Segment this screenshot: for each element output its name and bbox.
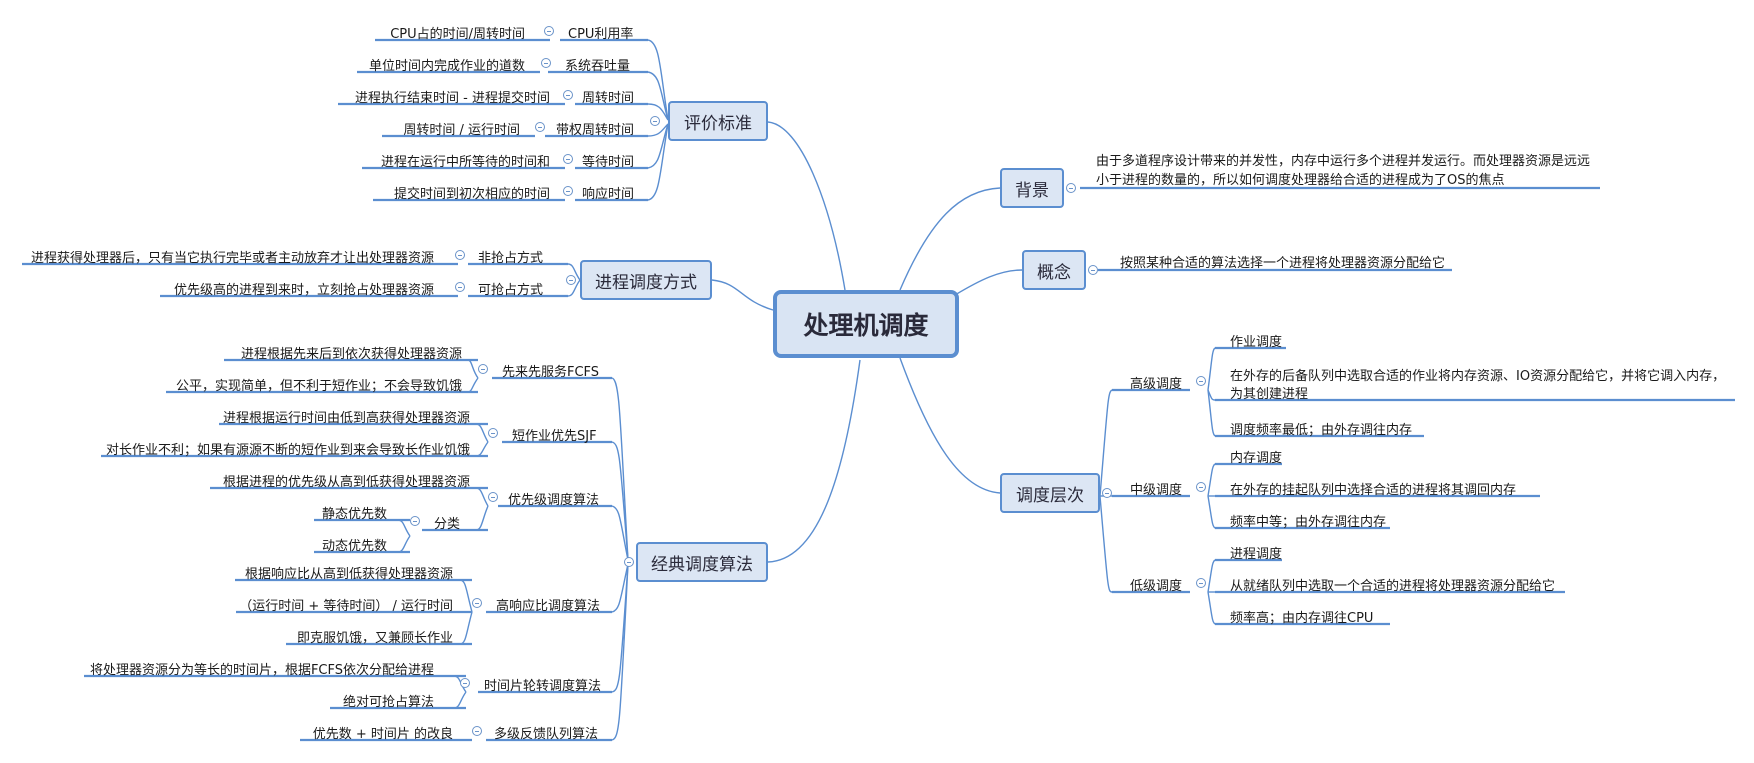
collapse-icon[interactable] — [488, 428, 498, 438]
collapse-icon[interactable] — [488, 492, 498, 502]
root-topic[interactable]: 处理机调度 — [773, 290, 959, 358]
topic-scheduling-mode-label: 进程调度方式 — [595, 272, 697, 293]
topic-evaluation-label: 评价标准 — [684, 113, 752, 134]
collapse-icon[interactable] — [478, 364, 488, 374]
topic-concept-label: 概念 — [1037, 262, 1071, 283]
collapse-mode-icon[interactable] — [566, 275, 576, 285]
level-high[interactable]: 高级调度 — [1130, 377, 1183, 392]
eval-item-detail: 周转时间 / 运行时间 — [403, 123, 520, 138]
collapse-icon[interactable] — [1196, 376, 1206, 386]
algo-detail: 根据响应比从高到低获得处理器资源 — [244, 567, 453, 582]
collapse-background-icon[interactable] — [1066, 183, 1076, 193]
algo-detail: 动态优先数 — [322, 539, 388, 554]
algo-detail: 进程根据运行时间由低到高获得处理器资源 — [222, 411, 470, 426]
background-text-line1: 由于多道程序设计带来的并发性，内存中运行多个进程并发运行。而处理器资源是远远 — [1096, 154, 1591, 169]
collapse-icon[interactable] — [563, 154, 573, 164]
algo-fcfs[interactable]: 先来先服务FCFS — [502, 365, 600, 380]
eval-item-detail: 单位时间内完成作业的道数 — [368, 59, 525, 74]
collapse-icon[interactable] — [1196, 482, 1206, 492]
algo-detail: 根据进程的优先级从高到低获得处理器资源 — [222, 475, 470, 490]
background-text-line2: 小于进程的数量的，所以如何调度处理器给合适的进程成为了OS的焦点 — [1096, 173, 1505, 188]
collapse-concept-icon[interactable] — [1088, 265, 1098, 275]
algo-mlfq[interactable]: 多级反馈队列算法 — [494, 727, 599, 742]
concept-text: 按照某种合适的算法选择一个进程将处理器资源分配给它 — [1120, 256, 1446, 271]
topic-concept[interactable]: 概念 — [1022, 250, 1086, 290]
collapse-icon[interactable] — [535, 122, 545, 132]
collapse-icon[interactable] — [410, 516, 420, 526]
eval-item-detail: 进程执行结束时间 - 进程提交时间 — [355, 91, 550, 106]
topic-background[interactable]: 背景 — [1000, 168, 1064, 208]
topic-classic-algorithms[interactable]: 经典调度算法 — [636, 542, 768, 582]
collapse-icon[interactable] — [563, 90, 573, 100]
collapse-icon[interactable] — [455, 250, 465, 260]
eval-item-name[interactable]: 等待时间 — [582, 155, 635, 170]
mode-item-detail: 进程获得处理器后，只有当它执行完毕或者主动放弃才让出处理器资源 — [30, 251, 434, 266]
topic-scheduling-mode[interactable]: 进程调度方式 — [580, 260, 712, 300]
collapse-icon[interactable] — [455, 282, 465, 292]
level-mid[interactable]: 中级调度 — [1130, 483, 1183, 498]
eval-item-name[interactable]: CPU利用率 — [568, 27, 634, 42]
level-detail: 频率高；由内存调往CPU — [1230, 611, 1374, 626]
topic-scheduling-levels[interactable]: 调度层次 — [1000, 473, 1100, 513]
eval-item-detail: 进程在运行中所等待的时间和 — [380, 155, 550, 170]
eval-item-detail: CPU占的时间/周转时间 — [390, 27, 525, 42]
eval-item-name[interactable]: 周转时间 — [582, 91, 635, 106]
eval-item-detail: 提交时间到初次相应的时间 — [393, 187, 550, 202]
collapse-icon[interactable] — [544, 26, 554, 36]
algo-detail: 进程根据先来后到依次获得处理器资源 — [240, 347, 462, 362]
root-topic-label: 处理机调度 — [803, 311, 929, 340]
level-detail: 为其创建进程 — [1230, 387, 1309, 402]
collapse-icon[interactable] — [460, 678, 470, 688]
eval-item-name[interactable]: 系统吞吐量 — [565, 59, 631, 74]
algo-detail: 即克服饥饿，又兼顾长作业 — [296, 631, 453, 646]
level-detail: 从就绪队列中选取一个合适的进程将处理器资源分配给它 — [1230, 579, 1556, 594]
algo-detail: 绝对可抢占算法 — [342, 695, 434, 710]
algo-detail: 公平，实现简单，但不利于短作业；不会导致饥饿 — [175, 379, 462, 394]
topic-evaluation[interactable]: 评价标准 — [668, 101, 768, 141]
algo-priority[interactable]: 优先级调度算法 — [508, 493, 600, 508]
eval-item-name[interactable]: 响应时间 — [582, 187, 635, 202]
collapse-icon[interactable] — [472, 726, 482, 736]
algo-detail: 静态优先数 — [322, 507, 388, 522]
level-detail: 频率中等；由外存调往内存 — [1230, 515, 1387, 530]
algo-detail: 优先数 + 时间片 的改良 — [312, 727, 453, 742]
level-detail: 进程调度 — [1230, 547, 1283, 562]
level-detail: 在外存的挂起队列中选择合适的进程将其调回内存 — [1230, 483, 1517, 498]
eval-item-name[interactable]: 带权周转时间 — [556, 123, 635, 138]
collapse-icon[interactable] — [541, 58, 551, 68]
algo-hrrn[interactable]: 高响应比调度算法 — [496, 599, 601, 614]
algo-detail: （运行时间 + 等待时间） / 运行时间 — [239, 599, 453, 614]
mode-item-detail: 优先级高的进程到来时，立刻抢占处理器资源 — [173, 283, 434, 298]
algo-rr[interactable]: 时间片轮转调度算法 — [484, 679, 602, 694]
level-detail: 作业调度 — [1230, 335, 1283, 350]
topic-background-label: 背景 — [1015, 180, 1049, 201]
mode-item-name[interactable]: 可抢占方式 — [478, 283, 544, 298]
collapse-icon[interactable] — [472, 598, 482, 608]
algo-priority-classify[interactable]: 分类 — [434, 517, 461, 532]
collapse-evaluation-icon[interactable] — [650, 116, 660, 126]
algo-detail: 将处理器资源分为等长的时间片，根据FCFS依次分配给进程 — [89, 663, 434, 678]
collapse-icon[interactable] — [1196, 578, 1206, 588]
mode-item-name[interactable]: 非抢占方式 — [478, 251, 544, 266]
level-detail: 内存调度 — [1230, 451, 1283, 466]
level-detail: 在外存的后备队列中选取合适的作业将内存资源、IO资源分配给它，并将它调入内存， — [1230, 369, 1726, 384]
collapse-icon[interactable] — [563, 186, 573, 196]
collapse-levels-icon[interactable] — [1102, 488, 1112, 498]
algo-sjf[interactable]: 短作业优先SJF — [512, 429, 597, 444]
level-low[interactable]: 低级调度 — [1130, 579, 1183, 594]
collapse-algo-icon[interactable] — [624, 557, 634, 567]
topic-classic-algorithms-label: 经典调度算法 — [651, 554, 753, 575]
level-detail: 调度频率最低；由外存调往内存 — [1230, 423, 1413, 438]
algo-detail: 对长作业不利；如果有源源不断的短作业到来会导致长作业饥饿 — [105, 443, 470, 458]
topic-scheduling-levels-label: 调度层次 — [1016, 485, 1084, 506]
